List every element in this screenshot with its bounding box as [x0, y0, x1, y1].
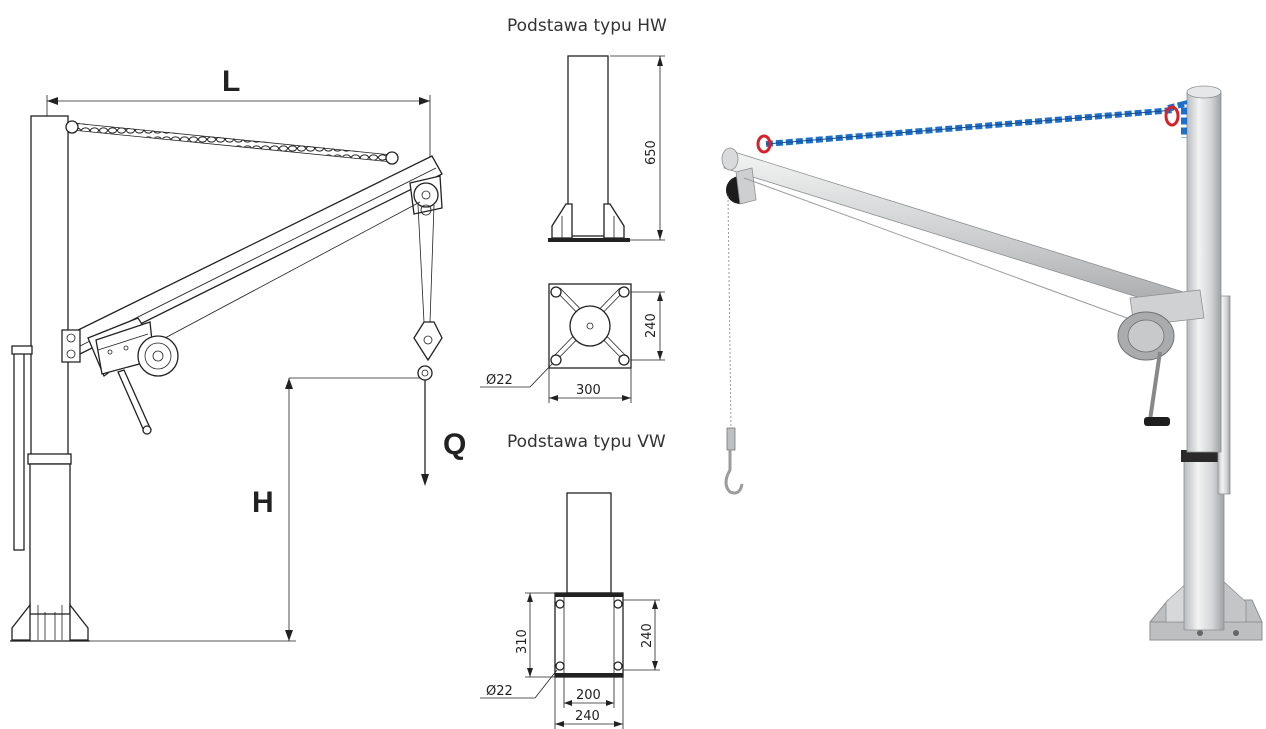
base-hw-hole: [618, 286, 630, 298]
base-hw-hole: [618, 354, 630, 366]
base-hw-tube-top: [569, 305, 611, 347]
base-hw-plate-side: [548, 238, 630, 242]
base-vw-side-dim: 240: [640, 623, 655, 648]
length-label: L: [222, 65, 240, 98]
base-hw-height-dim: 650: [644, 140, 659, 165]
chain: [71, 122, 393, 162]
base-vw-hole: [613, 661, 623, 671]
crane-line-drawing: L: [10, 65, 466, 642]
base-hw-width-dim: 300: [576, 383, 601, 398]
chain-anchor-top: [65, 120, 79, 134]
base-hw-hole: [550, 286, 562, 298]
base-vw-outer-width-dim: 240: [575, 709, 600, 724]
base-hw: Podstawa typu HW 650 240: [480, 16, 667, 403]
base-hw-hole: [550, 354, 562, 366]
winch-crank: [117, 369, 151, 432]
winch: [87, 317, 179, 435]
base-vw-title: Podstawa typu VW: [507, 432, 666, 452]
render-shackle-post: [1164, 105, 1180, 127]
post-base: [10, 603, 90, 642]
base-vw-height-dim: 310: [515, 629, 530, 654]
render-post-upper: [1186, 91, 1222, 453]
base-vw-hole-dim: Ø22: [486, 684, 513, 699]
side-bar: [13, 349, 25, 551]
height-dimension: H: [90, 377, 420, 642]
base-vw-hole: [613, 599, 623, 609]
hook-block: [413, 321, 443, 362]
render-post-collar: [1181, 450, 1227, 462]
base-vw: Podstawa typu VW 310 240 200: [480, 432, 666, 729]
height-label: H: [252, 486, 274, 519]
render-rope: [743, 177, 1139, 323]
render-winch-crank: [1148, 351, 1162, 421]
length-dimension: L: [46, 65, 431, 158]
post-collar: [27, 453, 72, 465]
crane-3d-render: [721, 85, 1263, 641]
base-hw-inner-dim: 240: [644, 313, 659, 338]
render-post-lower: [1183, 454, 1225, 631]
boom-pivot: [61, 329, 81, 363]
render-hook: [724, 450, 744, 495]
base-hw-hole-dim: Ø22: [486, 373, 513, 388]
base-hw-title: Podstawa typu HW: [507, 16, 667, 36]
post: [30, 115, 69, 457]
base-vw-inner-width-dim: 200: [576, 688, 601, 703]
load-label: Q: [443, 428, 466, 461]
base-vw-plate: [554, 592, 624, 678]
render-shackle-arm: [756, 134, 772, 154]
boom-sheave: [413, 182, 439, 208]
rope-along-arm: [164, 201, 421, 339]
chain-anchor-arm: [385, 151, 399, 165]
base-vw-hole: [555, 661, 565, 671]
render-boom-arm: [723, 149, 1197, 315]
rope-down-2: [429, 204, 435, 323]
base-hw-post: [567, 55, 609, 237]
render-hook-rope: [727, 195, 732, 431]
rope-down-1: [417, 204, 425, 323]
base-vw-hole: [555, 599, 565, 609]
base-vw-post: [566, 492, 612, 594]
post-lower: [29, 463, 71, 615]
render-winch-handle: [1144, 417, 1170, 426]
hook: [417, 365, 433, 381]
side-bar-clip: [11, 345, 33, 355]
